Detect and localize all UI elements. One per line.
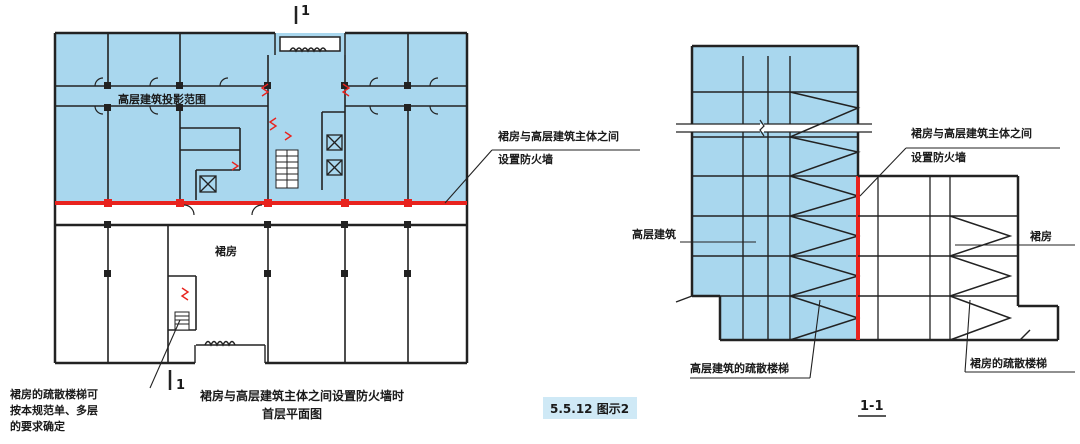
section-title: 1-1: [860, 399, 884, 414]
break-symbol: [676, 119, 872, 137]
plan-caption-line2: 首层平面图: [262, 406, 322, 421]
stair-note-line3: 的要求确定: [10, 419, 65, 433]
podium-stair-label: 裙房的疏散楼梯: [970, 356, 1047, 370]
highrise-stair-label: 高层建筑的疏散楼梯: [690, 361, 789, 375]
podium-area: [55, 203, 467, 363]
section-mark-top: 1: [301, 4, 310, 19]
ground-lines: [675, 295, 1031, 341]
section-podium-outline: [858, 174, 1060, 340]
figure-tag: 5.5.12 图示2: [543, 397, 637, 419]
podium-stair: [174, 311, 190, 331]
highrise-stair-flights: [787, 91, 861, 341]
plan-caption-line1: 裙房与高层建筑主体之间设置防火墙时: [199, 388, 404, 403]
section-podium-label: 裙房: [1030, 229, 1052, 243]
section-podium-floors: [858, 215, 1018, 297]
podium-interior-walls: [107, 225, 409, 363]
section-mark-bottom: 1: [176, 378, 185, 393]
section-highrise-fill: [692, 46, 858, 340]
podium-stair-flights: [947, 215, 1013, 341]
firewall-doors: [183, 204, 263, 216]
top-entrance: [274, 33, 346, 55]
plan-leader-lines: [149, 149, 640, 389]
plan-firewall-note-line1: 裙房与高层建筑主体之间: [498, 129, 619, 143]
firewall-columns: [104, 199, 412, 207]
section-highrise-outline: [690, 44, 1058, 342]
podium-columns: [104, 221, 411, 277]
highrise-stair-core: [275, 149, 299, 189]
section-highrise-floors: [692, 91, 858, 297]
podium-label: 裙房: [215, 244, 237, 258]
floor-plan: 1 1 高层建筑投影范围 裙房 裙房与高层建筑主体之间 设置防火墙 裙房的疏散楼…: [10, 4, 640, 433]
section-cut-marks: [168, 6, 298, 390]
plan-firewall-note-line2: 设置防火墙: [498, 152, 553, 166]
stair-note-line1: 裙房的疏散楼梯可: [10, 387, 98, 401]
corridor-doors: [94, 77, 439, 115]
figure-tag-text: 5.5.12 图示2: [550, 402, 629, 416]
section-view: 裙房与高层建筑主体之间 设置防火墙 高层建筑 裙房 高层建筑的疏散楼梯 裙房的疏…: [632, 44, 1075, 417]
section-highrise-label: 高层建筑: [632, 227, 676, 241]
section-firewall-note-line1: 裙房与高层建筑主体之间: [911, 126, 1032, 140]
section-leader-lines: [680, 147, 1075, 379]
elevator-shafts: [199, 134, 343, 193]
highrise-projection-label: 高层建筑投影范围: [118, 92, 206, 106]
outer-walls: [53, 31, 469, 365]
figure-tag-bg: [543, 397, 637, 419]
fire-doors: [180, 83, 351, 301]
section-firewall-note-line2: 设置防火墙: [911, 150, 966, 164]
highrise-projection-area: [55, 33, 467, 203]
section-core-lines: [742, 56, 791, 340]
section-podium-columns: [877, 176, 951, 340]
stair-note-line2: 按本规范单、多层: [10, 403, 98, 417]
bottom-entrance: [194, 340, 266, 363]
